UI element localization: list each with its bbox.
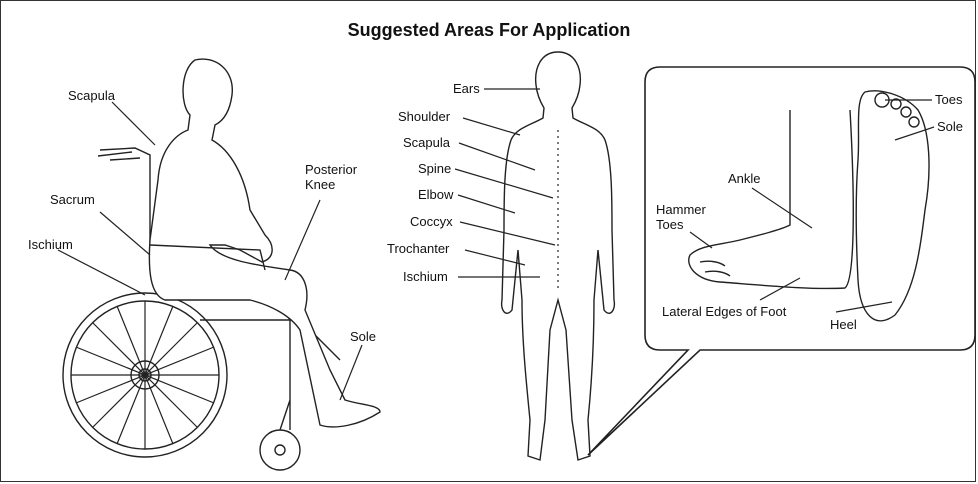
- label-scapula-body: Scapula: [403, 136, 450, 150]
- seated-person: [149, 59, 380, 427]
- wheelchair-figure: [63, 59, 380, 470]
- label-hammer-toes: Hammer Toes: [656, 202, 706, 232]
- label-trochanter: Trochanter: [387, 242, 449, 256]
- label-elbow: Elbow: [418, 188, 453, 202]
- label-toes: Toes: [935, 93, 962, 107]
- label-shoulder: Shoulder: [398, 110, 450, 124]
- label-coccyx: Coccyx: [410, 215, 453, 229]
- label-sacrum: Sacrum: [50, 193, 95, 207]
- wheelchair-front-wheel: [260, 430, 300, 470]
- label-sole-wheelchair: Sole: [350, 330, 376, 344]
- label-ears: Ears: [453, 82, 480, 96]
- label-ankle: Ankle: [728, 172, 761, 186]
- label-ischium-body: Ischium: [403, 270, 448, 284]
- label-spine: Spine: [418, 162, 451, 176]
- label-ischium-wheelchair: Ischium: [28, 238, 73, 252]
- label-lateral-edges: Lateral Edges of Foot: [662, 305, 786, 319]
- label-posterior-knee: Posterior Knee: [305, 162, 357, 192]
- label-sole-foot: Sole: [937, 120, 963, 134]
- standing-body-figure: [502, 52, 615, 460]
- label-heel: Heel: [830, 318, 857, 332]
- label-scapula-wheelchair: Scapula: [68, 89, 115, 103]
